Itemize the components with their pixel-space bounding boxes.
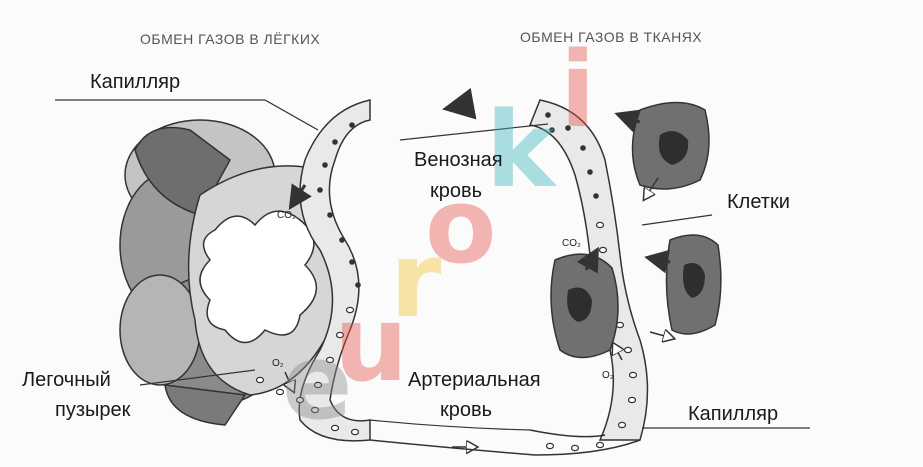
alveolus-cluster (119, 119, 339, 426)
o2-in-arrow-lung (285, 371, 293, 390)
watermark-i: i (560, 29, 596, 151)
label-venous-blood-2: кровь (430, 180, 482, 202)
leader-lines (55, 99, 810, 429)
watermark-e: e (282, 321, 353, 443)
watermark-r: r (390, 219, 441, 341)
co2-label-tissue: CO₂ (562, 238, 581, 249)
o2-in-arrow-mid-cell (649, 332, 672, 338)
tissue-cell-bottom (550, 253, 619, 359)
venous-flow-arrow (442, 87, 477, 120)
label-capillary-top: Капилляр (90, 71, 180, 93)
label-arterial-blood-1: Артериальная (408, 369, 541, 391)
o2-in-arrow-top-cell (645, 177, 659, 198)
label-capillary-bottom: Капилляр (688, 403, 778, 425)
watermark-u: u (334, 283, 408, 405)
heading-lungs: ОБМЕН ГАЗОВ В ЛЁГКИХ (140, 31, 320, 47)
o2-in-arrow-bottom-cell (614, 345, 622, 361)
label-alveolus-2: пузырек (55, 399, 131, 421)
label-arterial-blood-2: кровь (440, 399, 492, 421)
tissue-cell-top (631, 101, 710, 190)
watermark-k: k (486, 89, 558, 211)
label-alveolus-1: Легочный (22, 369, 111, 391)
co2-out-arrow-bottom-cell (576, 246, 599, 274)
watermark-o: o (425, 165, 496, 287)
o2-label-lung: O₂ (272, 358, 284, 369)
co2-out-arrow-top-cell (614, 109, 641, 133)
o2-label-tissue: O₂ (602, 370, 614, 381)
label-cells: Клетки (727, 191, 790, 213)
tissue-cell-middle (665, 234, 722, 335)
capillary-lung (255, 99, 371, 442)
heading-tissues: ОБМЕН ГАЗОВ В ТКАНЯХ (520, 29, 702, 45)
alveolus-lumen (199, 210, 318, 344)
co2-label-lung: CO₂ (277, 210, 296, 221)
co2-out-arrow-mid-cell (644, 249, 671, 274)
label-venous-blood-1: Венозная (414, 149, 503, 171)
co2-out-arrow-lung (288, 183, 312, 211)
watermark: e u r o k i (282, 29, 596, 443)
